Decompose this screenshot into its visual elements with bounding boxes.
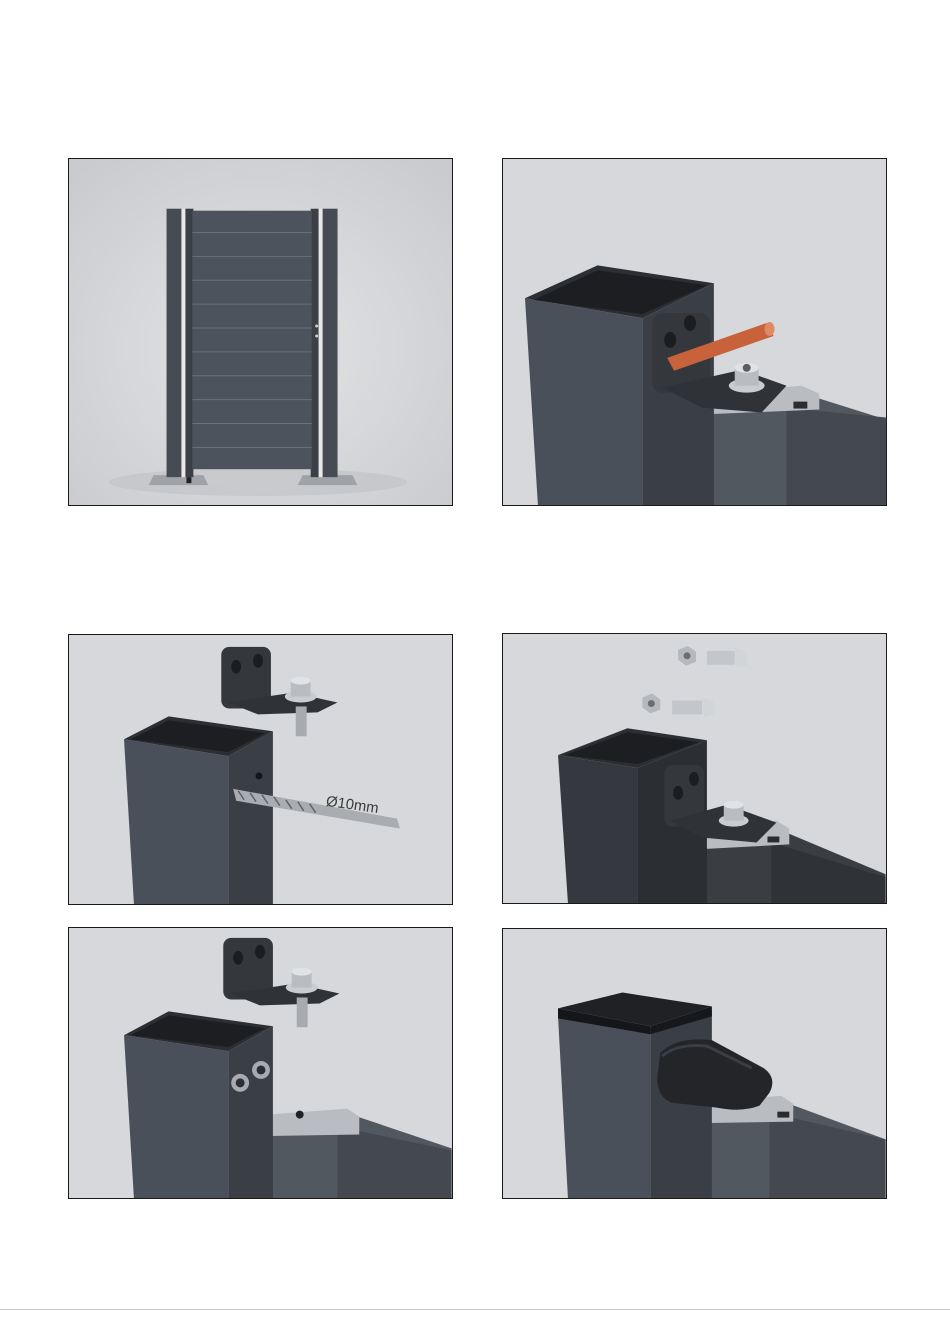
post bbox=[525, 298, 642, 505]
bolts-illustration bbox=[503, 634, 886, 903]
drill-post-illustration: Ø10mm bbox=[69, 635, 452, 904]
step-1-gate-overview-panel bbox=[68, 158, 453, 506]
step-3-drill-post-panel: Ø10mm bbox=[68, 634, 453, 905]
step-5-insert-hinge-panel bbox=[68, 927, 453, 1199]
insert-hinge-illustration bbox=[69, 928, 452, 1198]
step-6-cap-fitted-panel bbox=[502, 928, 887, 1199]
post bbox=[124, 1035, 228, 1198]
cap-fitted-illustration bbox=[503, 929, 886, 1198]
post bbox=[558, 1016, 650, 1198]
post bbox=[124, 739, 228, 904]
gate-leaf bbox=[192, 211, 311, 470]
step-4-bolts-panel bbox=[502, 633, 887, 904]
right-post bbox=[311, 209, 319, 477]
hinge-mounted-illustration bbox=[503, 159, 886, 505]
left-post bbox=[167, 209, 182, 477]
step-2-hinge-mounted-panel bbox=[502, 158, 887, 506]
latch-icon bbox=[315, 325, 318, 328]
post bbox=[558, 755, 637, 903]
gate-illustration bbox=[69, 159, 452, 505]
footer-divider bbox=[0, 1309, 950, 1310]
